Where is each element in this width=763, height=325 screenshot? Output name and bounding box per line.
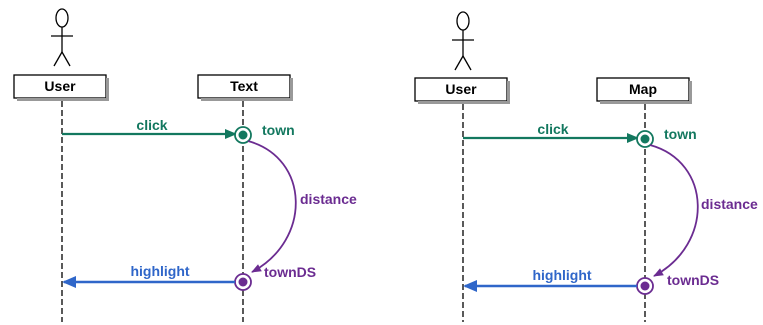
townds-label: townDS [264,264,316,280]
highlight-label: highlight [532,267,591,283]
town-state-icon [636,130,654,148]
user-actor-icon [51,8,73,67]
townds-state-icon [234,273,252,291]
user-label: User [44,78,76,94]
distance-label: distance [701,196,758,212]
diagram-map: User Map click town distance townDS [414,11,758,322]
townds-label: townDS [667,272,719,288]
object-lifeline-box: Text [197,74,293,101]
distance-arrow [649,144,699,277]
diagram-text: User Text click town distance townDS [13,8,357,322]
user-label: User [445,81,477,97]
click-label: click [537,121,568,137]
click-label: click [136,117,167,133]
distance-label: distance [300,191,357,207]
user-lifeline-box: User [414,77,510,104]
object-lifeline-box: Map [596,77,692,104]
town-label: town [262,122,295,138]
distance-arrow [247,140,297,273]
user-lifeline-box: User [13,74,109,101]
object-label: Text [230,78,258,94]
highlight-label: highlight [130,263,189,279]
town-label: town [664,126,697,142]
object-label: Map [629,81,657,97]
user-actor-icon [452,11,474,71]
town-state-icon [234,126,252,144]
townds-state-icon [636,277,654,295]
